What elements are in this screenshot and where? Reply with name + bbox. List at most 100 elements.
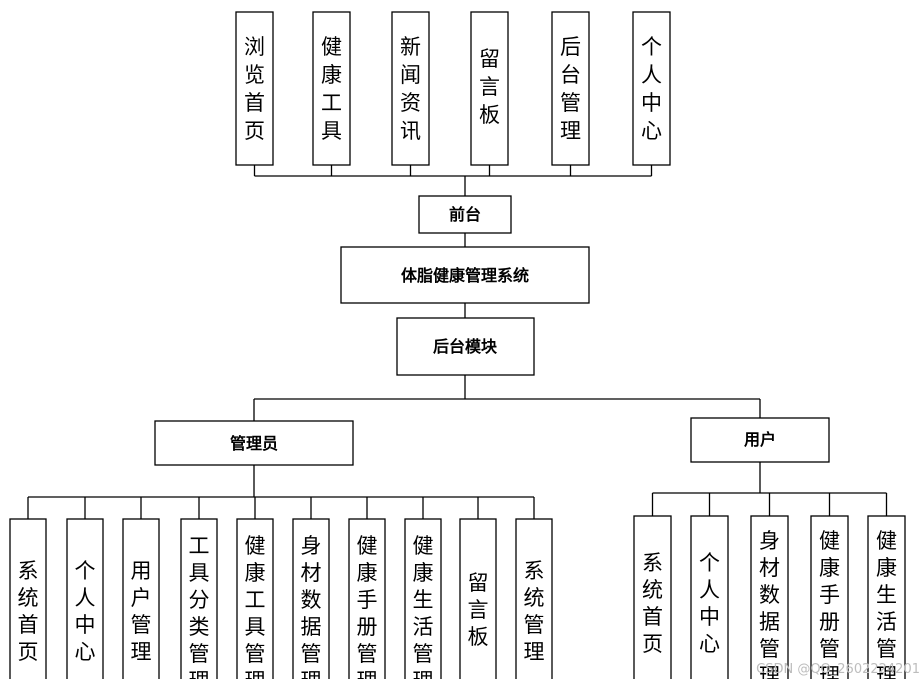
module-char: 康 [321, 63, 342, 87]
module-char: 台 [560, 63, 581, 87]
module-char: 理 [819, 664, 840, 679]
module-char: 页 [18, 640, 39, 664]
module-char: 类 [189, 615, 210, 639]
module-box: 健康工具管理 [236, 518, 274, 679]
module-char: 讯 [400, 119, 421, 143]
admin-node-label: 管理员 [230, 434, 278, 453]
module-box: 工具分类管理 [180, 518, 218, 679]
module-char: 生 [876, 583, 897, 607]
module-char: 人 [699, 578, 720, 602]
module-char: 健 [413, 534, 434, 558]
module-char: 具 [245, 615, 266, 639]
module-char: 理 [876, 664, 897, 679]
module-char: 册 [819, 610, 840, 634]
module-char: 康 [245, 561, 266, 585]
module-char: 统 [524, 586, 545, 610]
module-char: 浏 [244, 35, 265, 59]
watermark: CSDN @QQ_2602224201 [756, 662, 920, 677]
module-char: 管 [524, 613, 545, 637]
module-char: 管 [759, 637, 780, 661]
module-char: 心 [75, 640, 96, 664]
module-char: 管 [245, 642, 266, 666]
module-char: 用 [131, 559, 152, 583]
module-char: 数 [301, 588, 322, 612]
module-char: 健 [876, 529, 897, 553]
connector-lines [27, 165, 888, 519]
module-char: 具 [321, 119, 342, 143]
module-char: 理 [245, 669, 266, 679]
module-char: 管 [876, 637, 897, 661]
module-char: 工 [321, 91, 342, 115]
module-char: 中 [75, 613, 96, 637]
module-char: 健 [357, 534, 378, 558]
module-char: 理 [301, 669, 322, 679]
module-char: 管 [189, 642, 210, 666]
system-node: 体脂健康管理系统 [340, 246, 590, 304]
module-char: 据 [301, 615, 322, 639]
module-char: 管 [131, 613, 152, 637]
module-char: 健 [819, 529, 840, 553]
module-char: 后 [560, 35, 581, 59]
module-char: 册 [357, 615, 378, 639]
module-char: 统 [18, 586, 39, 610]
module-char: 页 [244, 119, 265, 143]
user-node-label: 用户 [744, 430, 776, 449]
module-char: 心 [641, 119, 662, 143]
module-char: 手 [819, 583, 840, 607]
module-box: 留言板 [459, 518, 497, 679]
front-node-label: 前台 [449, 205, 481, 224]
system-node-label: 体脂健康管理系统 [401, 266, 529, 285]
admin-module-list: 系统首页个人中心用户管理工具分类管理健康工具管理身材数据管理健康手册管理健康生活… [9, 518, 553, 679]
module-char: 工 [245, 588, 266, 612]
module-char: 心 [699, 632, 720, 656]
module-char: 管 [413, 642, 434, 666]
module-char: 系 [524, 559, 545, 583]
module-char: 康 [413, 561, 434, 585]
module-char: 手 [357, 588, 378, 612]
module-char: 板 [479, 103, 500, 127]
module-char: 中 [641, 91, 662, 115]
module-char: 板 [468, 625, 489, 649]
module-char: 户 [131, 586, 152, 610]
module-char: 分 [189, 588, 210, 612]
module-char: 管 [560, 91, 581, 115]
module-char: 统 [642, 578, 663, 602]
module-char: 新 [400, 35, 421, 59]
module-char: 理 [189, 669, 210, 679]
module-char: 个 [641, 35, 662, 59]
module-char: 人 [75, 586, 96, 610]
module-char: 工 [189, 534, 210, 558]
module-box: 留言板 [470, 11, 509, 166]
module-char: 生 [413, 588, 434, 612]
module-char: 人 [641, 63, 662, 87]
module-char: 系 [18, 559, 39, 583]
module-char: 管 [819, 637, 840, 661]
module-char: 言 [468, 598, 489, 622]
module-char: 页 [642, 632, 663, 656]
module-char: 首 [244, 91, 265, 115]
module-char: 身 [759, 529, 780, 553]
backend-node: 后台模块 [396, 317, 535, 376]
backend-node-label: 后台模块 [433, 337, 498, 356]
module-char: 数 [759, 583, 780, 607]
module-char: 个 [75, 559, 96, 583]
module-char: 首 [18, 613, 39, 637]
module-char: 理 [357, 669, 378, 679]
module-char: 中 [699, 605, 720, 629]
module-char: 活 [413, 615, 434, 639]
module-char: 具 [189, 561, 210, 585]
